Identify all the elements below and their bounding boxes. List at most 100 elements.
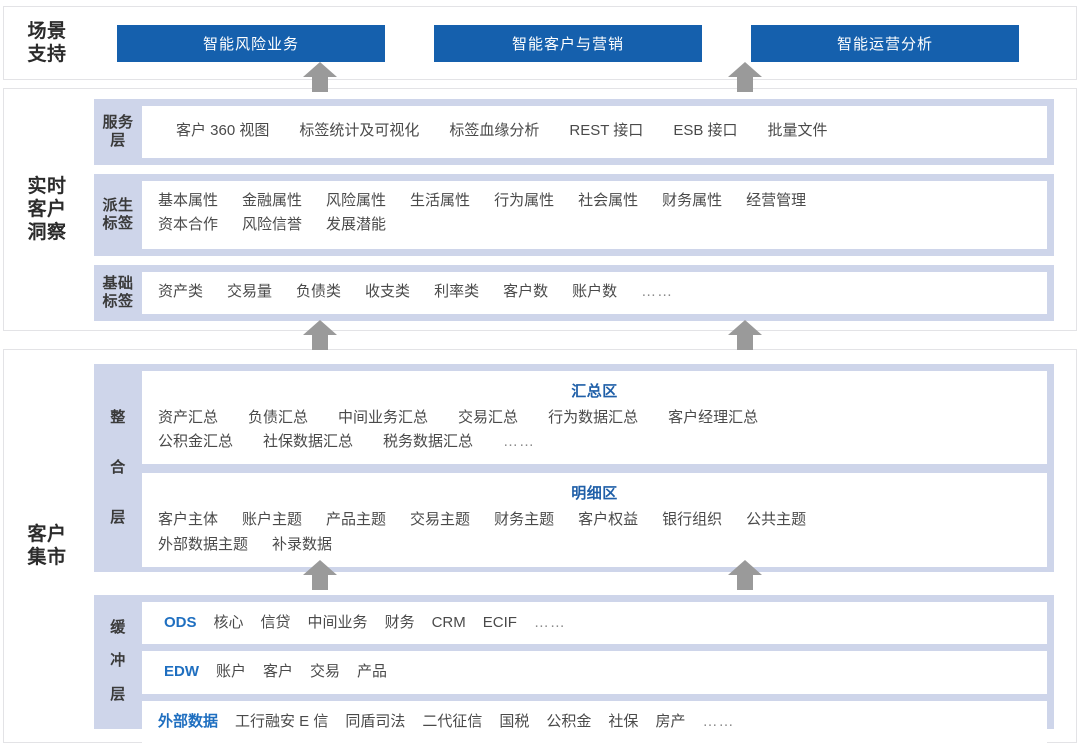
ods-row-card: ODS 核心 信贷 中间业务 财务 CRM ECIF …… [142,601,1047,645]
summary-item-asset[interactable]: 资产汇总 [158,408,219,426]
external-data-row-card: 外部数据 工行融安 E 信 同盾司法 二代征信 国税 公积金 社保 房产 …… [142,701,1047,744]
basic-item-liability[interactable]: 负债类 [296,283,342,301]
derived-item-financial[interactable]: 金融属性 [242,191,303,209]
service-item-esb-api[interactable]: ESB 接口 [673,122,738,140]
mart-label-line2: 集市 [27,547,67,568]
derived-item-life[interactable]: 生活属性 [410,191,471,209]
derived-tags-body: 基本属性 金融属性 风险属性 生活属性 行为属性 社会属性 财务属性 经营管理 … [142,180,1047,249]
external-item-ellipsis: …… [702,713,735,730]
scene-button-operations-analysis[interactable]: 智能运营分析 [751,24,1019,62]
summary-item-social-security-data[interactable]: 社保数据汇总 [263,433,354,451]
external-data-key-label[interactable]: 外部数据 [158,713,219,730]
customer-mart-section: 客户 集市 整 合 层 汇总区 资产汇总 负债汇总 中间业务汇总 [3,349,1077,744]
scene-button-customer-marketing[interactable]: 智能客户与营销 [434,24,702,62]
service-item-customer-360[interactable]: 客户 360 视图 [176,122,270,140]
insight-label-line1: 实时 [27,175,67,197]
derived-item-growth-potential[interactable]: 发展潜能 [326,216,387,234]
basic-item-asset[interactable]: 资产类 [158,283,204,301]
service-item-rest-api[interactable]: REST 接口 [569,122,644,140]
derived-tags-row-2: 资本合作 风险信誉 发展潜能 [158,213,1031,238]
external-item-second-gen-credit[interactable]: 二代征信 [422,713,483,730]
summary-area-title: 汇总区 [571,382,618,400]
summary-item-account-manager[interactable]: 客户经理汇总 [668,408,759,426]
detail-area-row-1: 客户主体 账户主题 产品主题 交易主题 财务主题 客户权益 银行组织 公共主题 [158,508,1031,533]
derived-item-risk[interactable]: 风险属性 [326,191,387,209]
ods-item-ellipsis: …… [533,613,566,631]
derived-item-finance[interactable]: 财务属性 [662,191,723,209]
customer-mart-label: 客户 集市 [4,523,90,569]
detail-item-account-subject[interactable]: 账户主题 [242,511,303,528]
summary-item-liability[interactable]: 负债汇总 [248,408,309,426]
ods-item-intermediary-business[interactable]: 中间业务 [307,613,368,631]
ods-item-credit[interactable]: 信贷 [260,613,291,631]
external-item-real-estate[interactable]: 房产 [655,713,686,730]
ods-key-label[interactable]: ODS [164,613,197,631]
scene-support-label-line2: 支持 [27,44,67,65]
external-item-icbc-rongan-e-xin[interactable]: 工行融安 E 信 [235,713,329,730]
service-item-tag-lineage[interactable]: 标签血缘分析 [449,122,540,140]
scene-button-group: 智能风险业务 智能客户与营销 智能运营分析 [90,24,1076,62]
basic-tags-card: 资产类 交易量 负债类 收支类 利率类 客户数 账户数 …… [142,271,1047,314]
basic-item-interest-rate[interactable]: 利率类 [434,283,480,301]
detail-item-customer-rights[interactable]: 客户权益 [578,511,639,528]
service-item-batch-file[interactable]: 批量文件 [767,122,828,140]
edw-item-product[interactable]: 产品 [357,663,388,681]
edw-item-customer[interactable]: 客户 [263,663,294,681]
basic-tags-label-line1: 基础 [102,274,134,292]
mart-label-line1: 客户 [27,523,67,545]
ods-item-crm[interactable]: CRM [431,613,466,631]
derived-item-risk-credit[interactable]: 风险信誉 [242,216,303,234]
basic-item-income-expense[interactable]: 收支类 [365,283,411,301]
detail-item-bank-org[interactable]: 银行组织 [662,511,723,528]
derived-tags-label-line2: 标签 [102,214,134,232]
edw-row-card: EDW 账户 客户 交易 产品 [142,651,1047,694]
buffer-label-char2: 冲 [110,652,126,670]
summary-item-tax-data[interactable]: 税务数据汇总 [383,433,474,451]
detail-item-external-data-subject[interactable]: 外部数据主题 [158,535,249,553]
scene-support-label-line1: 场景 [27,20,67,42]
summary-item-behavior-data[interactable]: 行为数据汇总 [548,408,639,426]
ods-item-finance[interactable]: 财务 [384,613,415,631]
summary-item-intermediary-business[interactable]: 中间业务汇总 [338,408,429,426]
insight-group-stack: 服务 层 客户 360 视图 标签统计及可视化 标签血缘分析 REST 接口 E… [90,98,1076,321]
realtime-customer-insight-section: 实时 客户 洞察 服务 层 客户 360 视图 标签统计及可视化 标签血缘分析 [3,88,1077,331]
derived-item-behavior[interactable]: 行为属性 [494,191,555,209]
derived-item-social[interactable]: 社会属性 [578,191,639,209]
basic-tags-label: 基础 标签 [94,272,142,314]
insight-label-line3: 洞察 [27,222,67,244]
detail-area-row-2: 外部数据主题 补录数据 [158,533,1031,558]
detail-item-customer-entity[interactable]: 客户主体 [158,511,219,528]
summary-item-transaction[interactable]: 交易汇总 [458,408,519,426]
edw-item-account[interactable]: 账户 [216,663,247,681]
scene-button-risk[interactable]: 智能风险业务 [117,24,385,62]
derived-item-basic[interactable]: 基本属性 [158,191,219,209]
detail-item-transaction-subject[interactable]: 交易主题 [410,511,471,528]
integration-layer-body: 汇总区 资产汇总 负债汇总 中间业务汇总 交易汇总 行为数据汇总 客户经理汇总 … [142,370,1047,567]
external-item-national-tax[interactable]: 国税 [499,713,530,730]
external-item-social-security[interactable]: 社保 [608,713,639,730]
ods-item-core[interactable]: 核心 [213,613,244,631]
external-item-tongdun-judicial[interactable]: 同盾司法 [345,713,406,730]
basic-item-account-count[interactable]: 账户数 [572,283,618,301]
derived-tags-group: 派生 标签 基本属性 金融属性 风险属性 生活属性 行为属性 社会属性 财务属性 [94,173,1054,256]
summary-item-ellipsis: …… [503,433,536,451]
edw-key-label[interactable]: EDW [164,663,199,681]
service-item-tag-stats-viz[interactable]: 标签统计及可视化 [299,122,420,140]
basic-item-transaction-volume[interactable]: 交易量 [227,283,273,301]
external-item-housing-fund[interactable]: 公积金 [546,713,592,730]
basic-tags-label-line2: 标签 [102,292,134,310]
derived-item-operation-mgmt[interactable]: 经营管理 [746,191,807,209]
derived-tags-label-line1: 派生 [102,196,134,214]
detail-item-product-subject[interactable]: 产品主题 [326,511,387,528]
summary-item-housing-fund[interactable]: 公积金汇总 [158,433,234,451]
detail-item-public-subject[interactable]: 公共主题 [746,511,807,528]
insight-label-line2: 客户 [27,198,67,220]
detail-item-supplementary-data[interactable]: 补录数据 [272,535,333,553]
integration-layer-label: 整 合 层 [94,371,142,565]
basic-item-customer-count[interactable]: 客户数 [503,283,549,301]
derived-item-capital-coop[interactable]: 资本合作 [158,216,219,234]
detail-item-finance-subject[interactable]: 财务主题 [494,511,555,528]
edw-item-transaction[interactable]: 交易 [310,663,341,681]
ods-item-ecif[interactable]: ECIF [482,613,517,631]
buffer-layer-body: ODS 核心 信贷 中间业务 财务 CRM ECIF …… EDW [142,601,1047,744]
